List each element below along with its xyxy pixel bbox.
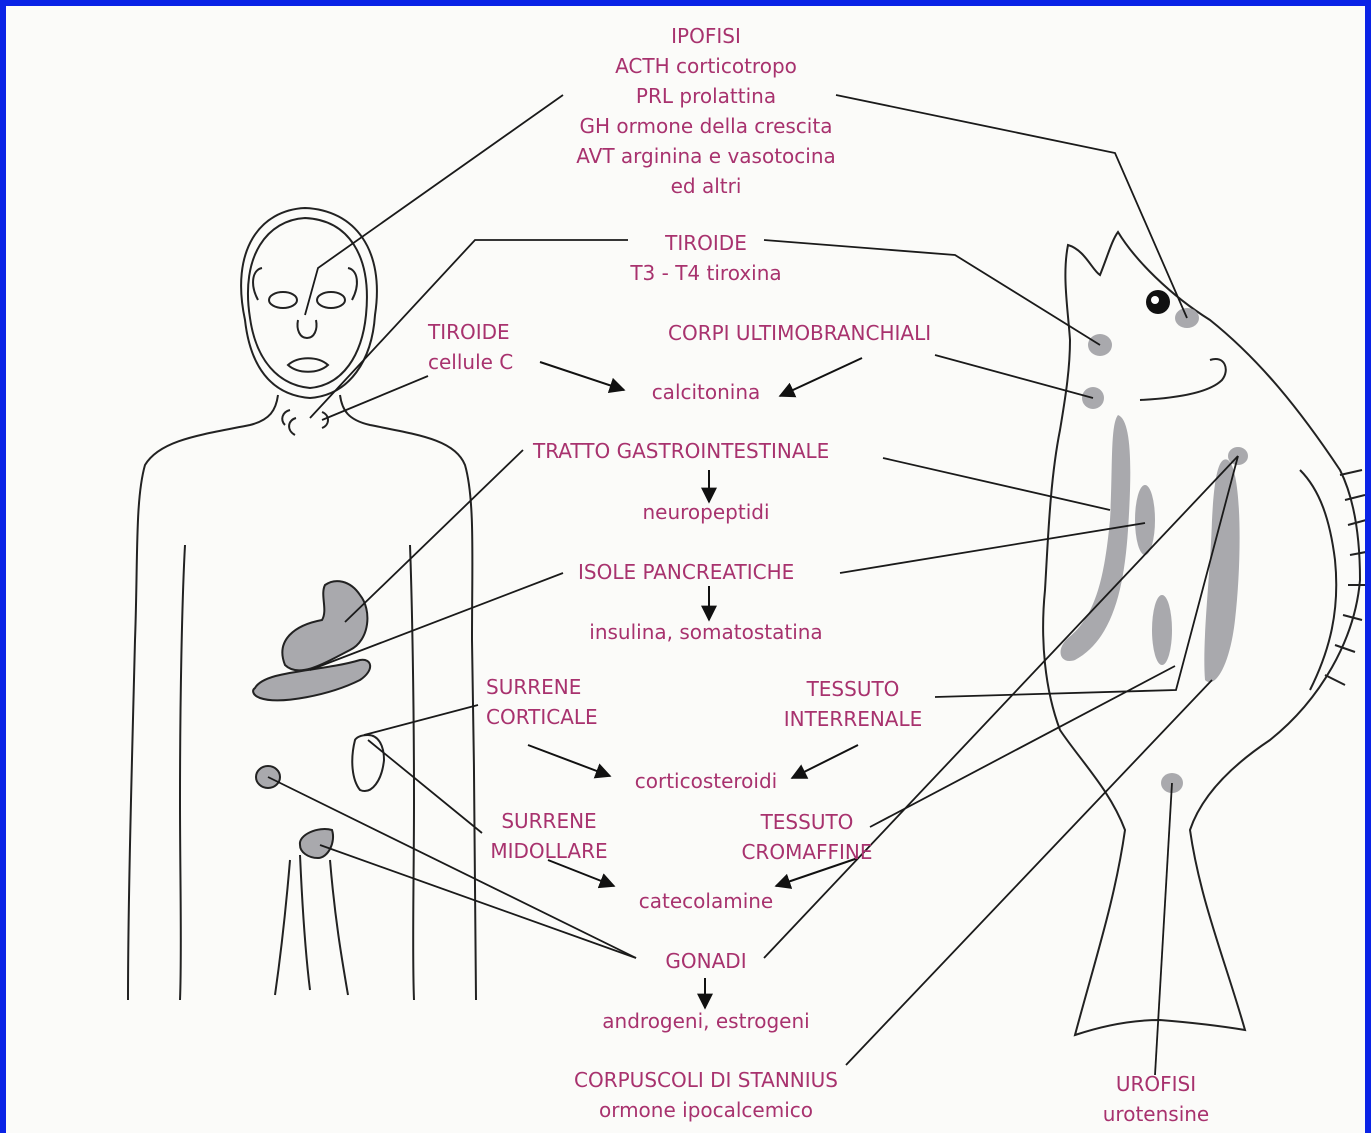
human-organs: [253, 581, 384, 858]
diagram-frame: IPOFISI ACTH corticotropo PRL prolattina…: [6, 6, 1365, 1133]
tessuto-cromaffine-line-2: CROMAFFINE: [722, 837, 892, 867]
label-tessuto-cromaffine: TESSUTO CROMAFFINE: [722, 807, 892, 867]
label-insulina: insulina, somatostatina: [556, 617, 856, 647]
ipofisi-line-5: ed altri: [548, 171, 864, 201]
tiroide-c-sub: cellule C: [428, 347, 513, 377]
fish-organs: [1061, 290, 1248, 793]
label-stannius: CORPUSCOLI DI STANNIUS ormone ipocalcemi…: [536, 1065, 876, 1125]
label-tessuto-interrenale: TESSUTO INTERRENALE: [768, 674, 938, 734]
surrene-corticale-line-1: SURRENE: [486, 672, 598, 702]
label-catecolamine: catecolamine: [606, 886, 806, 916]
label-isole-pancreatiche: ISOLE PANCREATICHE: [578, 557, 794, 587]
label-tiroide-c: TIROIDE cellule C: [428, 317, 513, 377]
tessuto-cromaffine-line-1: TESSUTO: [722, 807, 892, 837]
label-surrene-midollare: SURRENE MIDOLLARE: [474, 806, 624, 866]
urofisi-sub: urotensine: [1076, 1099, 1236, 1129]
urofisi-title: UROFISI: [1076, 1069, 1236, 1099]
surrene-midollare-line-2: MIDOLLARE: [474, 836, 624, 866]
ipofisi-line-4: AVT arginina e vasotocina: [548, 141, 864, 171]
tiroide-c-title: TIROIDE: [428, 317, 513, 347]
label-calcitonina: calcitonina: [606, 377, 806, 407]
tiroide-title: TIROIDE: [596, 228, 816, 258]
label-urofisi: UROFISI urotensine: [1076, 1069, 1236, 1129]
tiroide-sub: T3 - T4 tiroxina: [596, 258, 816, 288]
label-ipofisi: IPOFISI ACTH corticotropo PRL prolattina…: [548, 21, 864, 201]
ipofisi-line-2: PRL prolattina: [548, 81, 864, 111]
label-tratto-gastro: TRATTO GASTROINTESTINALE: [533, 436, 829, 466]
label-corpi-ultimobranchiali: CORPI ULTIMOBRANCHIALI: [668, 318, 931, 348]
stannius-title: CORPUSCOLI DI STANNIUS: [536, 1065, 876, 1095]
tessuto-interrenale-line-2: INTERRENALE: [768, 704, 938, 734]
label-surrene-corticale: SURRENE CORTICALE: [486, 672, 598, 732]
label-neuropeptidi: neuropeptidi: [606, 497, 806, 527]
label-androgeni: androgeni, estrogeni: [566, 1006, 846, 1036]
tessuto-interrenale-line-1: TESSUTO: [768, 674, 938, 704]
ipofisi-title: IPOFISI: [548, 21, 864, 51]
stannius-sub: ormone ipocalcemico: [536, 1095, 876, 1125]
surrene-corticale-line-2: CORTICALE: [486, 702, 598, 732]
label-gonadi: GONADI: [646, 946, 766, 976]
ipofisi-line-1: ACTH corticotropo: [548, 51, 864, 81]
label-corticosteroidi: corticosteroidi: [606, 766, 806, 796]
label-tiroide: TIROIDE T3 - T4 tiroxina: [596, 228, 816, 288]
ipofisi-line-3: GH ormone della crescita: [548, 111, 864, 141]
surrene-midollare-line-1: SURRENE: [474, 806, 624, 836]
